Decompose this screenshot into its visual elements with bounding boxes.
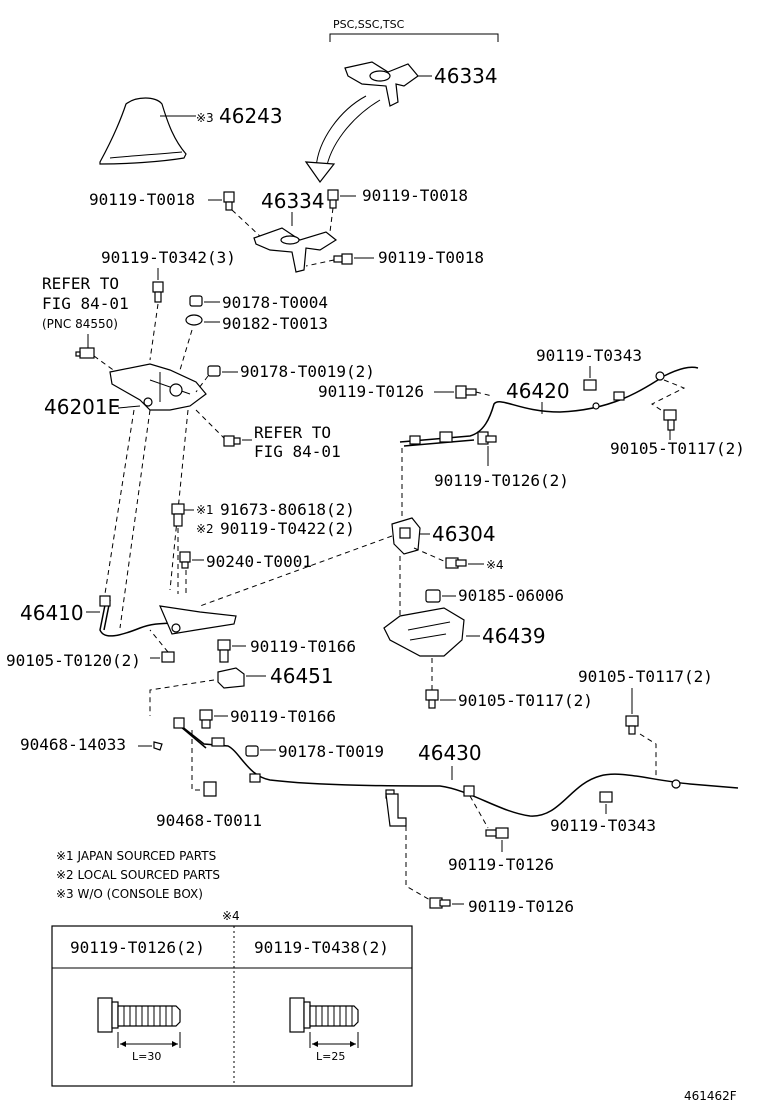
bolt-mark-4	[445, 557, 467, 569]
label-90119-T0166-a: 90119-T0166	[250, 637, 356, 656]
bracket-46334	[253, 227, 338, 273]
bolt-90105-T0120	[161, 651, 175, 663]
label-90119-T0018-c: 90119-T0018	[378, 248, 484, 267]
refer-note-2-line2: FIG 84-01	[254, 442, 341, 461]
note-mark-3: ※3	[196, 111, 214, 125]
note-mark-2: ※2	[196, 522, 214, 536]
label-90240-T0001: 90240-T0001	[206, 552, 312, 571]
label-46410: 46410	[20, 601, 84, 625]
label-90119-T0343-b: 90119-T0343	[550, 816, 656, 835]
pin-90240-T0001	[179, 551, 191, 569]
label-90119-T0126-b: 90119-T0126	[448, 855, 554, 874]
note-local-sourced: ※2 LOCAL SOURCED PARTS	[56, 868, 220, 882]
label-91673-80618: 91673-80618(2)	[220, 500, 355, 519]
label-90119-T0018-a: 90119-T0018	[89, 190, 195, 209]
note-mark-1: ※1	[196, 503, 214, 517]
refer-note-1-line2: FIG 84-01	[42, 294, 129, 313]
bolt-90105-T0117-a	[663, 409, 677, 431]
refer-note-1-line3: (PNC 84550)	[42, 317, 118, 331]
bolt-90119-T0126-a	[455, 385, 477, 399]
nut-90178-T0004	[189, 295, 203, 307]
label-90178-T0019-2: 90178-T0019(2)	[240, 362, 375, 381]
bolt-90119-T0166-b	[199, 709, 213, 729]
variant-label: PSC,SSC,TSC	[333, 18, 405, 31]
table-col1-length: L=30	[132, 1050, 161, 1063]
label-90105-T0120: 90105-T0120(2)	[6, 651, 141, 670]
cable-46430	[173, 717, 739, 817]
bolt-drawing-1	[97, 997, 181, 1048]
label-46243: 46243	[219, 104, 283, 128]
washer-90182-T0013	[185, 314, 203, 326]
refer-note-2-line1: REFER TO	[254, 423, 331, 442]
table-col2-length: L=25	[316, 1050, 345, 1063]
bolt-90119-T0018-c	[333, 253, 353, 265]
label-90119-T0126-a: 90119-T0126	[318, 382, 424, 401]
label-90182-T0013: 90182-T0013	[222, 314, 328, 333]
label-46201E: 46201E	[44, 395, 120, 419]
label-90178-T0004: 90178-T0004	[222, 293, 328, 312]
label-90119-T0126-c: 90119-T0126	[468, 897, 574, 916]
label-46430: 46430	[418, 741, 482, 765]
bolt-drawing-2	[289, 997, 359, 1048]
label-46334: 46334	[261, 189, 325, 213]
table-mark: ※4	[222, 909, 240, 923]
label-46334-top: 46334	[434, 64, 498, 88]
label-90119-T0342: 90119-T0342(3)	[101, 248, 236, 267]
table-col1-header: 90119-T0126(2)	[70, 938, 205, 957]
boot-46243	[99, 97, 187, 165]
bracket-rear-cable	[385, 793, 407, 827]
cover-46439	[383, 607, 465, 657]
note-japan-sourced: ※1 JAPAN SOURCED PARTS	[56, 849, 216, 863]
label-46304: 46304	[432, 522, 496, 546]
bolt-90105-T0117-b	[425, 689, 439, 709]
bolt-90119-T0018-b	[327, 189, 339, 209]
bolt-90119-T0018-a	[223, 191, 235, 211]
bolt-90105-T0117-c	[625, 715, 639, 735]
nut-90178-T0019	[245, 745, 259, 757]
bolt-90119-T0342	[152, 281, 164, 303]
bolt-90119-T0126-c	[429, 897, 451, 909]
label-90105-T0117-c: 90105-T0117(2)	[578, 667, 713, 686]
bolt-90119-T0126-b	[485, 827, 509, 839]
label-46439: 46439	[482, 624, 546, 648]
nut-90185-06006	[425, 589, 441, 603]
table-col2-header: 90119-T0438(2)	[254, 938, 389, 957]
label-90105-T0117-b: 90105-T0117(2)	[458, 691, 593, 710]
nut-90178-T0019-2	[207, 365, 221, 377]
connector-refer-2	[223, 435, 241, 447]
clip-90468-T0011	[203, 781, 217, 797]
lever-46201E	[109, 363, 207, 411]
figure-id: 461462F	[684, 1089, 737, 1103]
clip-90468-14033	[153, 741, 163, 751]
bolt-90119-T0343-a	[583, 379, 597, 391]
clip-46451	[217, 667, 245, 689]
label-90119-T0422: 90119-T0422(2)	[220, 519, 355, 538]
label-90119-T0166-b: 90119-T0166	[230, 707, 336, 726]
label-90468-T0011: 90468-T0011	[156, 811, 262, 830]
label-46420: 46420	[506, 379, 570, 403]
note-mark-4: ※4	[486, 558, 504, 572]
bracket-46334-top	[344, 61, 419, 107]
cable-46420	[399, 366, 699, 447]
connector-refer-1	[75, 347, 95, 359]
label-90468-14033: 90468-14033	[20, 735, 126, 754]
label-46451: 46451	[270, 664, 334, 688]
label-90185-06006: 90185-06006	[458, 586, 564, 605]
label-90105-T0117-a: 90105-T0117(2)	[610, 439, 745, 458]
bolt-90119-T0343-b	[599, 791, 613, 803]
label-90119-T0126-2: 90119-T0126(2)	[434, 471, 569, 490]
bolt-90119-T0126-2	[477, 431, 497, 445]
label-90119-T0343-a: 90119-T0343	[536, 346, 642, 365]
bolt-91673	[171, 503, 185, 527]
label-90178-T0019: 90178-T0019	[278, 742, 384, 761]
cable-46410	[99, 595, 237, 637]
refer-note-1-line1: REFER TO	[42, 274, 119, 293]
note-console-box: ※3 W/O (CONSOLE BOX)	[56, 887, 203, 901]
label-90119-T0018-b: 90119-T0018	[362, 186, 468, 205]
bolt-90119-T0166-a	[217, 639, 231, 663]
